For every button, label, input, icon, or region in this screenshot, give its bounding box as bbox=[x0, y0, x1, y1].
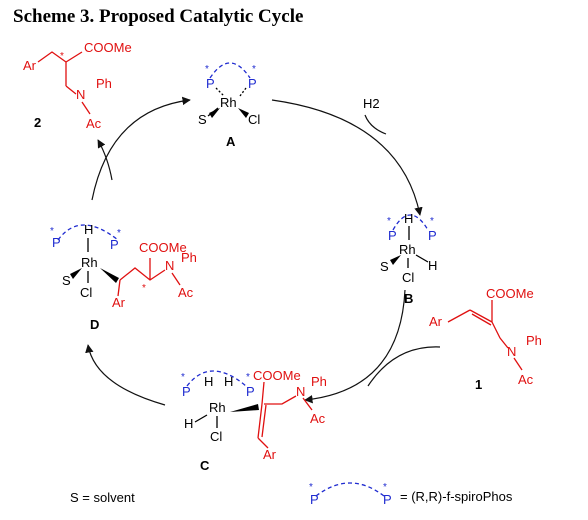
svg-text:*: * bbox=[430, 216, 434, 227]
svg-text:H: H bbox=[224, 374, 233, 389]
svg-text:S: S bbox=[198, 112, 207, 127]
svg-text:H: H bbox=[428, 258, 437, 273]
svg-text:P: P bbox=[428, 228, 437, 243]
arrow-a-to-b bbox=[271, 99, 423, 216]
ligand-backbone-b bbox=[392, 214, 429, 231]
arrow-product-out bbox=[97, 139, 113, 181]
svg-text:N: N bbox=[507, 344, 516, 359]
label-d: D bbox=[90, 317, 99, 332]
svg-text:Cl: Cl bbox=[210, 429, 222, 444]
svg-text:COOMe: COOMe bbox=[139, 240, 187, 255]
svg-text:Cl: Cl bbox=[248, 112, 260, 127]
svg-text:*: * bbox=[181, 372, 185, 383]
arrow-substrate-in bbox=[367, 346, 441, 387]
svg-text:Ac: Ac bbox=[86, 116, 102, 131]
svg-text:H: H bbox=[184, 416, 193, 431]
svg-text:*: * bbox=[142, 283, 146, 294]
label-c: C bbox=[200, 458, 210, 473]
svg-text:*: * bbox=[117, 228, 121, 239]
svg-text:H: H bbox=[404, 211, 413, 226]
legend-ligand: * * P P = (R,R)-f-spiroPhos bbox=[309, 482, 513, 507]
complex-d: * * P H P Rh S Cl COOMe * N Ph Ac Ar D bbox=[50, 222, 197, 332]
svg-text:Ac: Ac bbox=[310, 411, 326, 426]
svg-text:Cl: Cl bbox=[80, 285, 92, 300]
svg-text:COOMe: COOMe bbox=[84, 40, 132, 55]
svg-text:Rh: Rh bbox=[209, 400, 226, 415]
svg-text:= (R,R)-f-spiroPhos: = (R,R)-f-spiroPhos bbox=[400, 489, 513, 504]
scheme-title: Scheme 3. Proposed Catalytic Cycle bbox=[13, 6, 304, 27]
svg-text:P: P bbox=[383, 492, 392, 507]
svg-text:S: S bbox=[380, 259, 389, 274]
svg-text:Ar: Ar bbox=[263, 447, 277, 462]
svg-text:P: P bbox=[246, 384, 255, 399]
ligand-backbone-a bbox=[209, 62, 251, 79]
svg-text:P: P bbox=[110, 237, 119, 252]
svg-text:P: P bbox=[248, 76, 257, 91]
svg-text:COOMe: COOMe bbox=[253, 368, 301, 383]
svg-text:Ar: Ar bbox=[23, 58, 37, 73]
label-a: A bbox=[226, 134, 236, 149]
svg-text:*: * bbox=[387, 216, 391, 227]
arrow-c-to-d bbox=[85, 344, 166, 406]
product-2: Ar COOMe * N Ph Ac 2 bbox=[23, 40, 132, 131]
svg-text:P: P bbox=[388, 228, 397, 243]
cycle-arrows bbox=[85, 96, 441, 406]
svg-text:Cl: Cl bbox=[402, 270, 414, 285]
arrow-d-to-a bbox=[91, 96, 191, 201]
svg-text:Ac: Ac bbox=[178, 285, 194, 300]
complex-c: * * P H H P Rh H Cl COOMe N Ph Ac Ar C bbox=[181, 368, 327, 473]
svg-text:S: S bbox=[62, 273, 71, 288]
svg-text:Ar: Ar bbox=[429, 314, 443, 329]
legend-solvent: S = solvent bbox=[70, 490, 135, 505]
substrate-1: Ar COOMe N Ph Ac 1 bbox=[429, 286, 542, 392]
svg-text:H: H bbox=[84, 222, 93, 237]
svg-text:N: N bbox=[165, 258, 174, 273]
svg-text:*: * bbox=[205, 64, 209, 75]
svg-text:*: * bbox=[252, 64, 256, 75]
label-b: B bbox=[404, 291, 413, 306]
svg-text:*: * bbox=[246, 372, 250, 383]
svg-text:Rh: Rh bbox=[81, 255, 98, 270]
svg-text:N: N bbox=[76, 87, 85, 102]
svg-text:N: N bbox=[296, 384, 305, 399]
svg-text:Ph: Ph bbox=[181, 250, 197, 265]
svg-text:Rh: Rh bbox=[399, 242, 416, 257]
svg-text:Ph: Ph bbox=[526, 333, 542, 348]
svg-text:P: P bbox=[52, 235, 61, 250]
svg-text:P: P bbox=[182, 384, 191, 399]
ligand-backbone-d bbox=[57, 224, 119, 241]
svg-text:Ac: Ac bbox=[518, 372, 534, 387]
arrow-h2-in bbox=[364, 114, 387, 135]
svg-text:Ph: Ph bbox=[311, 374, 327, 389]
ligand-backbone-c bbox=[186, 370, 247, 387]
svg-text:Ph: Ph bbox=[96, 76, 112, 91]
label-product: 2 bbox=[34, 115, 41, 130]
arrow-b-to-c bbox=[304, 289, 406, 404]
complex-b: * * P H P Rh S H Cl B bbox=[380, 211, 437, 306]
svg-text:*: * bbox=[60, 51, 64, 62]
svg-text:*: * bbox=[309, 482, 313, 493]
svg-text:Ar: Ar bbox=[112, 295, 126, 310]
complex-a: * * P P Rh S Cl A bbox=[198, 62, 260, 149]
label-substrate: 1 bbox=[475, 377, 482, 392]
svg-text:*: * bbox=[50, 226, 54, 237]
svg-text:P: P bbox=[310, 492, 319, 507]
svg-text:COOMe: COOMe bbox=[486, 286, 534, 301]
svg-text:*: * bbox=[383, 482, 387, 493]
svg-text:P: P bbox=[206, 76, 215, 91]
h2-reagent: H2 bbox=[363, 96, 380, 111]
svg-text:H: H bbox=[204, 374, 213, 389]
svg-text:Rh: Rh bbox=[220, 95, 237, 110]
